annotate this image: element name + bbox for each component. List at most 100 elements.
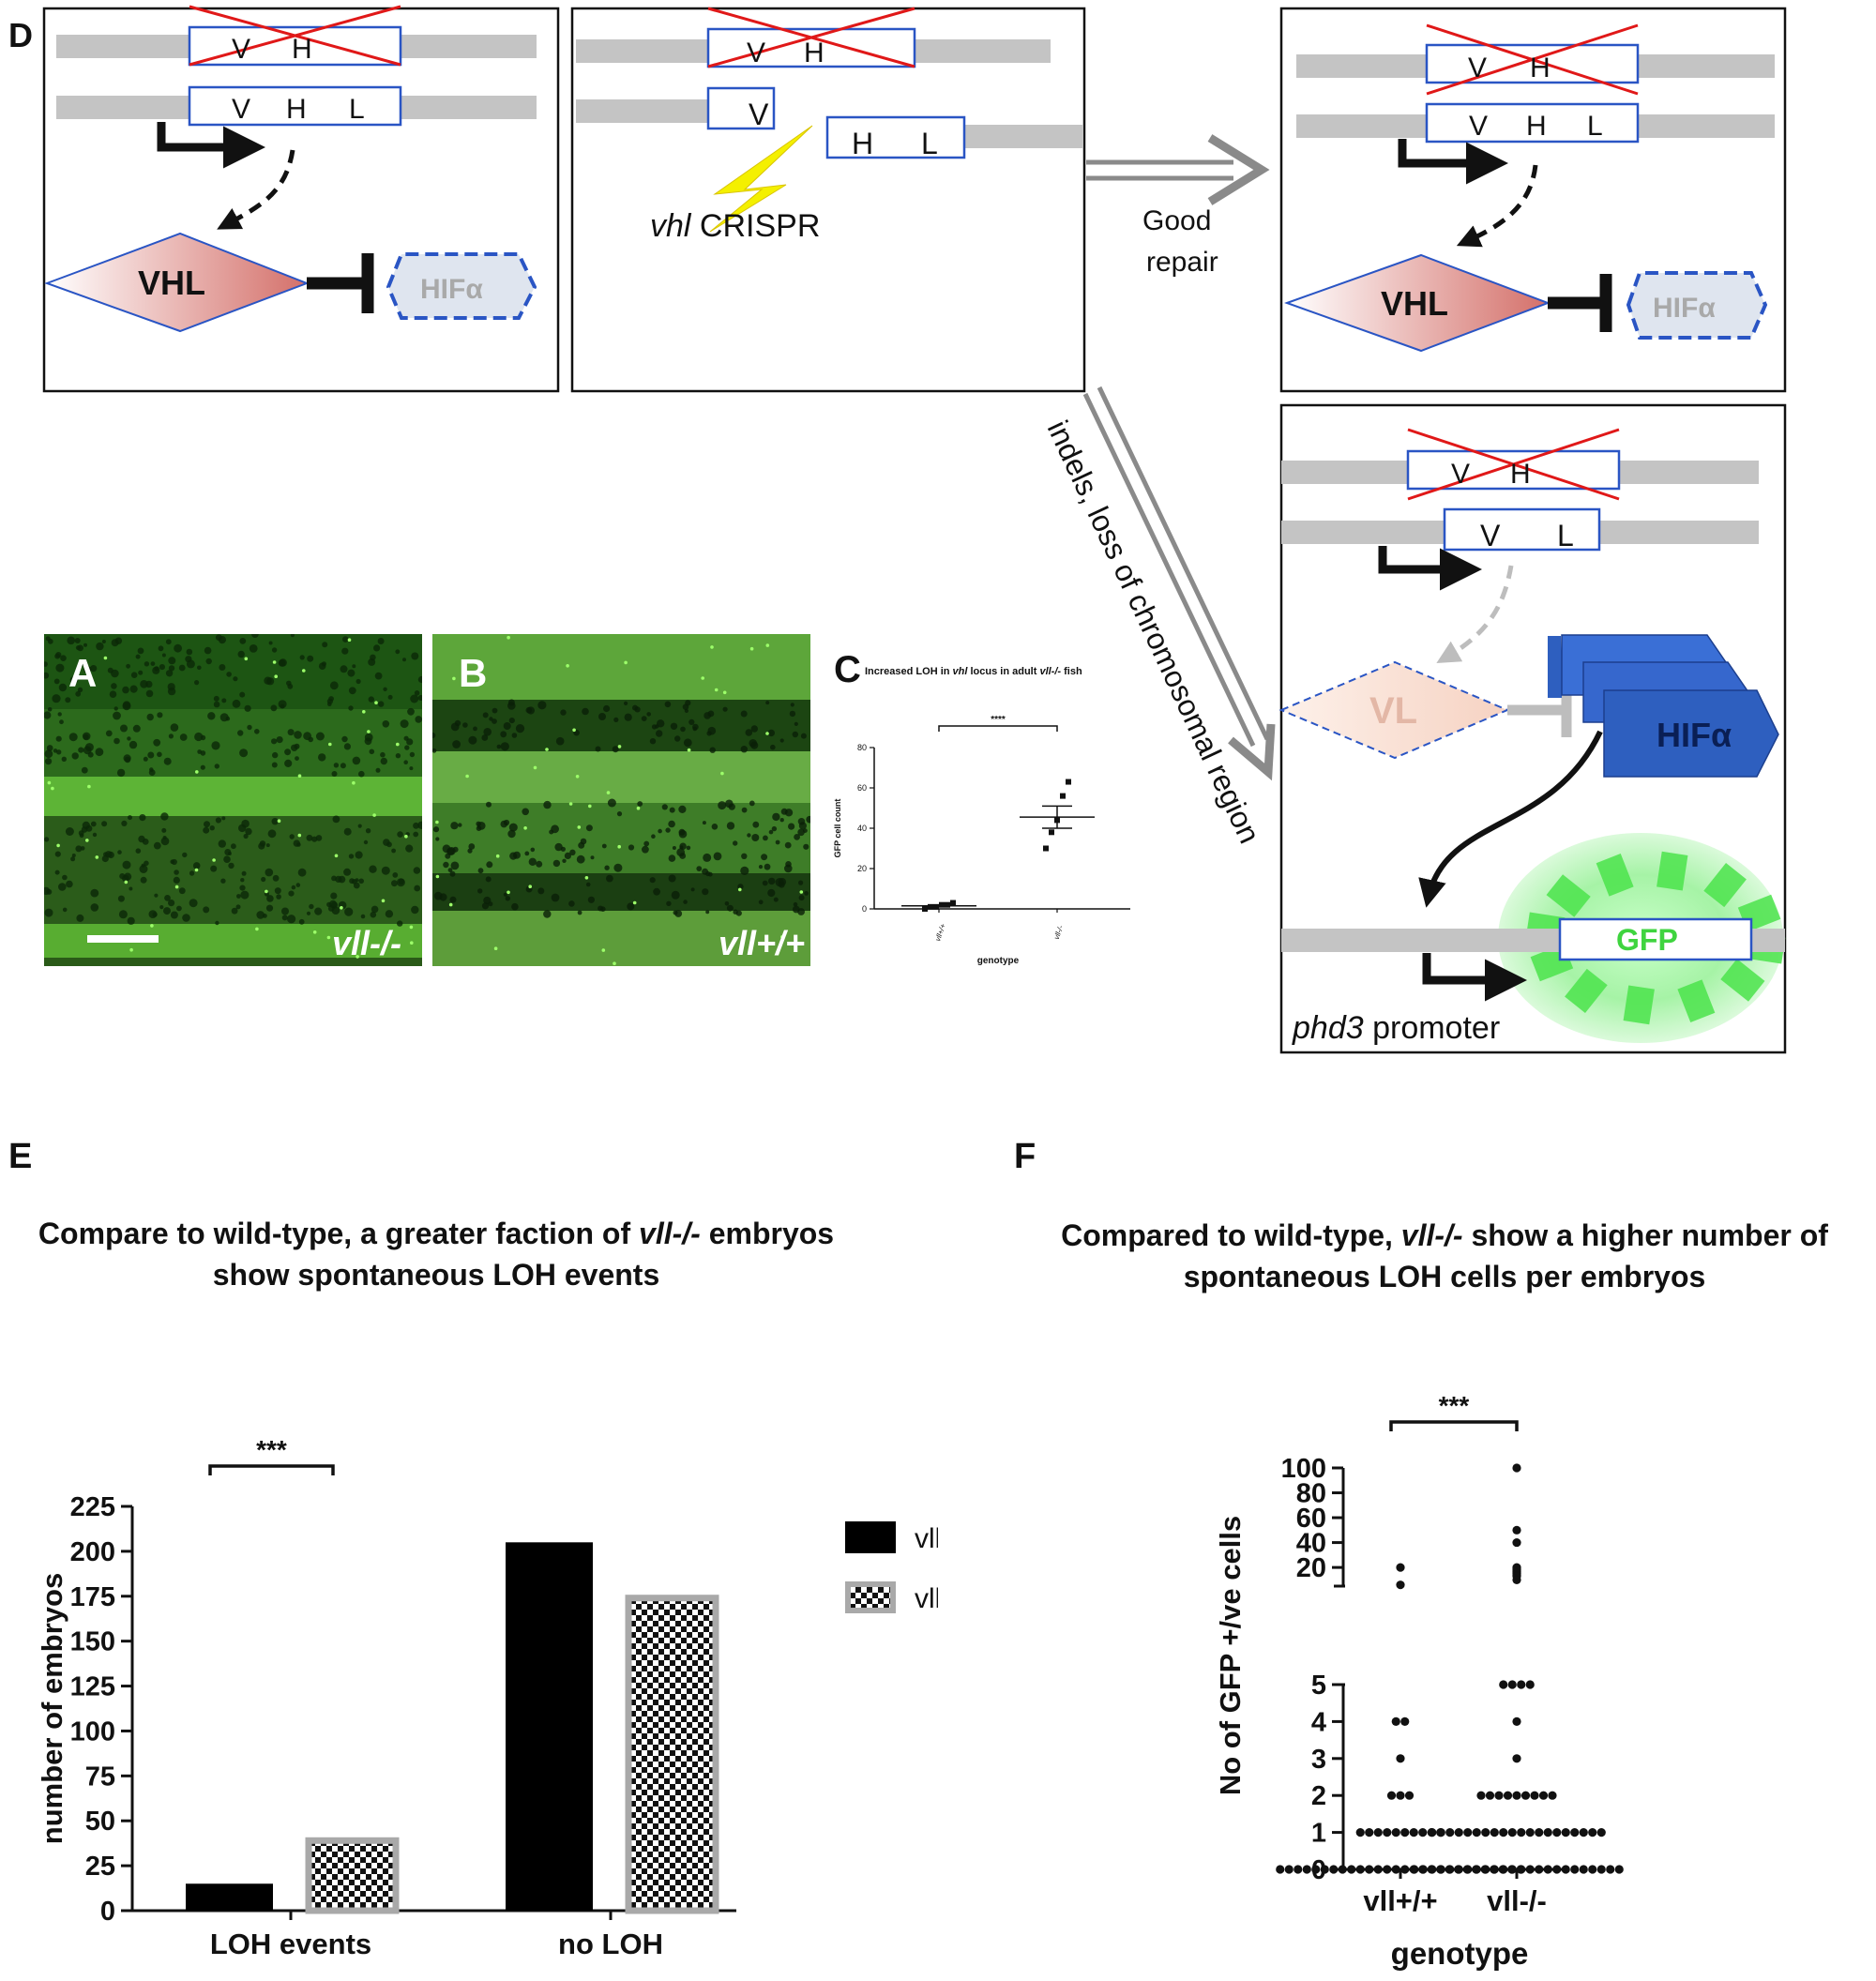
melanocyte [726, 822, 735, 830]
gfp-cell [617, 844, 621, 849]
melanocyte [256, 911, 265, 919]
melanocyte [224, 849, 232, 855]
melanocyte [415, 716, 422, 723]
y-tick-label: 40 [1296, 1529, 1326, 1559]
melanocyte [352, 756, 361, 765]
melanocyte [236, 894, 241, 899]
data-point [1294, 1865, 1303, 1874]
data-point [1396, 1563, 1405, 1572]
melanocyte [101, 640, 106, 643]
melanocyte [44, 837, 50, 842]
melanocyte [500, 820, 508, 828]
genotype-label-b: vll+/+ [719, 924, 806, 962]
melanocyte [107, 667, 113, 673]
data-point [1481, 1828, 1490, 1837]
melanocyte [674, 735, 681, 742]
melanocyte [138, 835, 145, 843]
data-point [1472, 1865, 1481, 1874]
gfp-cell [588, 804, 592, 809]
melanocyte [203, 826, 210, 834]
x-tick-label: vll-/- [1487, 1884, 1547, 1917]
melanocyte [163, 757, 172, 765]
melanocyte [90, 665, 98, 673]
data-point [1588, 1865, 1597, 1874]
y-tick-label: 80 [1296, 1479, 1326, 1509]
melanocyte [688, 718, 695, 725]
melanocyte [276, 736, 283, 744]
melanocyte [511, 902, 519, 911]
melanocyte [70, 856, 76, 862]
crispr-label: vhl CRISPR [650, 208, 820, 244]
melanocyte [392, 872, 399, 878]
melanocyte [627, 902, 635, 911]
melanocyte [706, 731, 712, 736]
data-point [1525, 1828, 1535, 1837]
y-tick-label: 40 [857, 824, 867, 833]
significance-bracket [208, 1464, 335, 1475]
melanocyte [679, 842, 687, 850]
melanocyte [670, 722, 678, 730]
melanocyte [685, 700, 691, 706]
melanocyte [373, 644, 381, 652]
melanocyte [355, 851, 363, 859]
data-point [1476, 1791, 1486, 1800]
good-repair-arrow [1086, 134, 1270, 205]
melanocyte [189, 899, 198, 908]
melanocyte [265, 904, 274, 912]
melanocyte [486, 801, 492, 808]
melanocyte [468, 735, 477, 745]
melanocyte [90, 821, 97, 827]
melanocyte [127, 916, 135, 925]
data-point [1383, 1828, 1392, 1837]
melanocyte [75, 845, 83, 853]
melanocyte [220, 878, 226, 884]
gfp-cell [710, 645, 714, 649]
melanocyte [483, 728, 492, 736]
melanocyte [241, 819, 250, 828]
melanocyte [672, 846, 676, 850]
melanocyte [221, 816, 226, 821]
melanocyte [58, 683, 68, 692]
melanocyte [709, 747, 716, 753]
melanocyte [403, 760, 409, 764]
gene-letter-v: V [232, 34, 250, 65]
gfp-cell [465, 774, 469, 779]
melanocyte [680, 726, 686, 733]
gene-letter-h: H [852, 127, 873, 160]
gfp-ray [1596, 854, 1634, 897]
melanocyte [138, 670, 144, 675]
melanocyte [395, 753, 401, 759]
melanocyte [741, 807, 748, 813]
data-point [1481, 1865, 1490, 1874]
melanocyte [671, 890, 680, 900]
melanocyte [798, 880, 804, 885]
gfp-cell [312, 930, 317, 934]
y-axis-label: number of embryos [36, 1573, 68, 1844]
melanocyte [718, 801, 727, 810]
gfp-cell [613, 961, 616, 965]
melanocyte [443, 861, 449, 869]
gfp-cell [150, 924, 154, 928]
data-point [1391, 1716, 1400, 1726]
melanocyte [606, 874, 613, 883]
gene-letter-h: H [1526, 111, 1547, 142]
melanocyte [773, 897, 779, 902]
melanocyte [664, 701, 672, 708]
panel-label-a: A [68, 651, 98, 695]
significance-marker: *** [256, 1435, 287, 1464]
melanocyte [396, 878, 405, 887]
melanocyte [500, 731, 507, 738]
gfp-cell [714, 688, 719, 692]
melanocyte [616, 811, 623, 817]
melanocyte [307, 655, 314, 662]
melanocyte [194, 680, 200, 686]
melanocyte [543, 800, 552, 809]
gfp-cell [274, 674, 278, 678]
melanocyte [380, 751, 386, 758]
melanocyte [770, 744, 776, 750]
melanocyte [432, 733, 436, 738]
melanocyte [258, 842, 265, 850]
melanocyte [295, 883, 301, 887]
melanocyte [266, 895, 274, 902]
melanocyte [174, 643, 183, 653]
